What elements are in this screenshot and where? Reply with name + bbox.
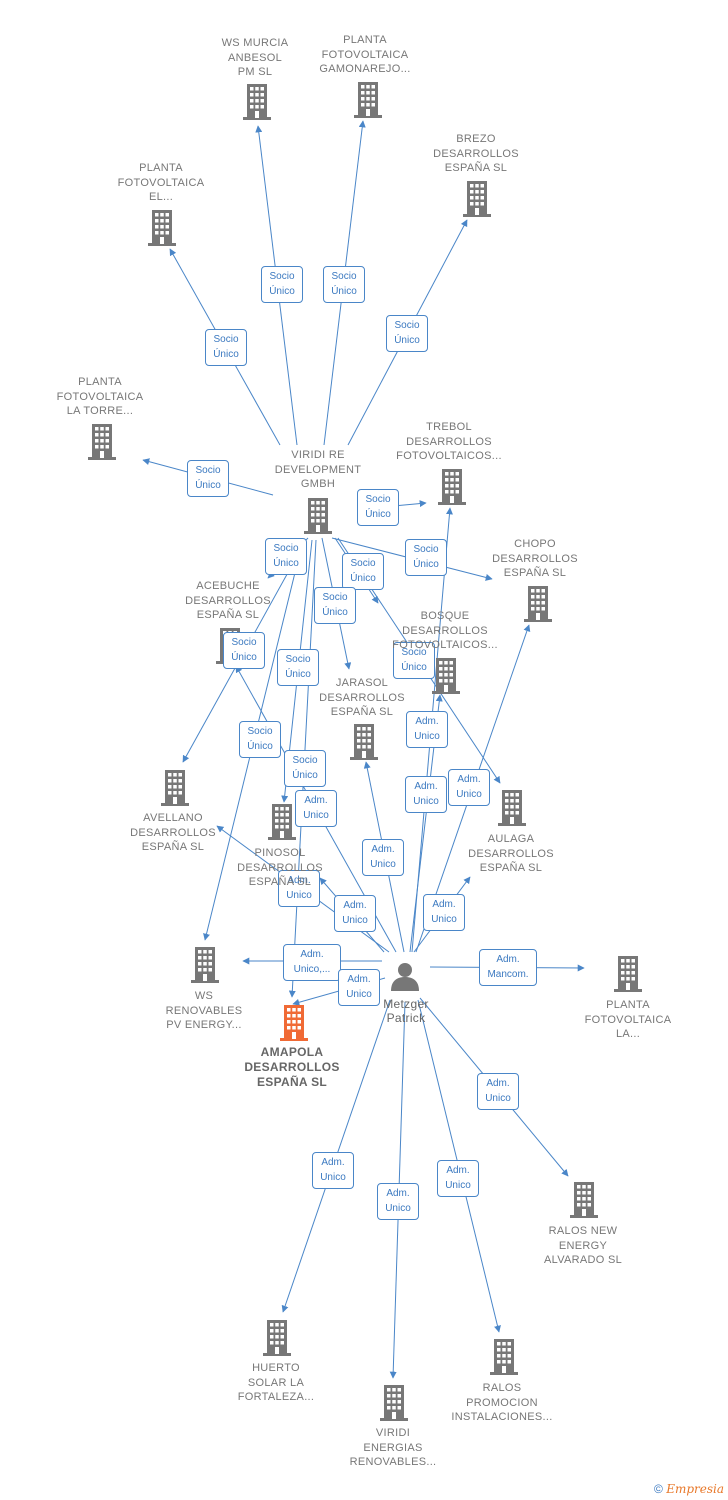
- edge-label-viridi_re-to-amapola[interactable]: Socio Único: [284, 750, 326, 787]
- edge-label-viridi_re-to-ws_murcia[interactable]: Socio Único: [261, 266, 303, 303]
- edge-label-metzger-to-amapola[interactable]: Adm. Unico: [338, 969, 380, 1006]
- edge-label-viridi_re-to-gamonarejo[interactable]: Socio Único: [323, 266, 365, 303]
- building-icon-pinosol[interactable]: [268, 804, 296, 840]
- building-icon-chopo[interactable]: [524, 586, 552, 622]
- edge-label-viridi_re-to-trebol[interactable]: Socio Único: [357, 489, 399, 526]
- edge-label-metzger-to-avellano[interactable]: Adm. Unico: [278, 870, 320, 907]
- building-icon-amapola[interactable]: [280, 1005, 308, 1041]
- edge-label-metzger-to-aulaga[interactable]: Adm. Unico: [423, 894, 465, 931]
- edge-label-viridi_re-to-aulaga[interactable]: Socio Único: [393, 642, 435, 679]
- building-icon-planta_la[interactable]: [614, 956, 642, 992]
- building-icon-brezo[interactable]: [463, 181, 491, 217]
- brand-logo[interactable]: Empresia: [666, 1482, 724, 1496]
- edge-label-metzger-to-pinosol[interactable]: Adm. Unico: [334, 895, 376, 932]
- edge-label-viridi_re-to-bosque[interactable]: Socio Único: [342, 553, 384, 590]
- building-icon-gamonarejo[interactable]: [354, 82, 382, 118]
- building-icon-viridi_re[interactable]: [304, 498, 332, 534]
- edge-label-metzger-to-planta_la[interactable]: Adm. Mancom.: [479, 949, 537, 986]
- building-icon-la_torre[interactable]: [88, 424, 116, 460]
- edge-label-metzger-to-jarasol[interactable]: Adm. Unico: [362, 839, 404, 876]
- edge-label-metzger-to-chopo[interactable]: Adm. Unico: [448, 769, 490, 806]
- edge-label-metzger-to-huerto[interactable]: Adm. Unico: [312, 1152, 354, 1189]
- building-icon-huerto[interactable]: [263, 1320, 291, 1356]
- copyright-icon: ©: [654, 1482, 663, 1496]
- edge-label-metzger-to-acebuche[interactable]: Adm. Unico: [295, 790, 337, 827]
- edge-label-metzger-to-ralos_new[interactable]: Adm. Unico: [477, 1073, 519, 1110]
- edge-label-metzger-to-viridi_energias[interactable]: Adm. Unico: [377, 1183, 419, 1220]
- footer: © Empresia: [654, 1482, 724, 1496]
- building-icon-viridi_energias[interactable]: [380, 1385, 408, 1421]
- building-icon-bosque[interactable]: [432, 658, 460, 694]
- edge-label-metzger-to-ralos_promocion[interactable]: Adm. Unico: [437, 1160, 479, 1197]
- edge-label-viridi_re-to-avellano[interactable]: Socio Único: [223, 632, 265, 669]
- edge-label-viridi_re-to-ws_renovables[interactable]: Socio Único: [239, 721, 281, 758]
- building-icon-aulaga[interactable]: [498, 790, 526, 826]
- edge-label-metzger-to-bosque[interactable]: Adm. Unico: [406, 711, 448, 748]
- building-icon-avellano[interactable]: [161, 770, 189, 806]
- building-icon-ralos_promocion[interactable]: [490, 1339, 518, 1375]
- edge-label-viridi_re-to-la_torre[interactable]: Socio Único: [187, 460, 229, 497]
- edge-label-metzger-to-trebol[interactable]: Adm. Unico: [405, 776, 447, 813]
- edge-label-viridi_re-to-pinosol[interactable]: Socio Único: [277, 649, 319, 686]
- person-icon[interactable]: [391, 963, 419, 991]
- nodes-layer: [88, 82, 642, 1421]
- building-icon-trebol[interactable]: [438, 469, 466, 505]
- building-icon-ws_renovables[interactable]: [191, 947, 219, 983]
- building-icon-planta_el[interactable]: [148, 210, 176, 246]
- edge-label-metzger-to-ws_renovables[interactable]: Adm. Unico,...: [283, 944, 341, 981]
- edge-label-viridi_re-to-planta_el[interactable]: Socio Único: [205, 329, 247, 366]
- edge-label-viridi_re-to-chopo[interactable]: Socio Único: [405, 539, 447, 576]
- edge-label-viridi_re-to-jarasol[interactable]: Socio Único: [314, 587, 356, 624]
- building-icon-ws_murcia[interactable]: [243, 84, 271, 120]
- edge-label-viridi_re-to-acebuche[interactable]: Socio Único: [265, 538, 307, 575]
- edge-label-viridi_re-to-brezo[interactable]: Socio Único: [386, 315, 428, 352]
- building-icon-ralos_new[interactable]: [570, 1182, 598, 1218]
- building-icon-jarasol[interactable]: [350, 724, 378, 760]
